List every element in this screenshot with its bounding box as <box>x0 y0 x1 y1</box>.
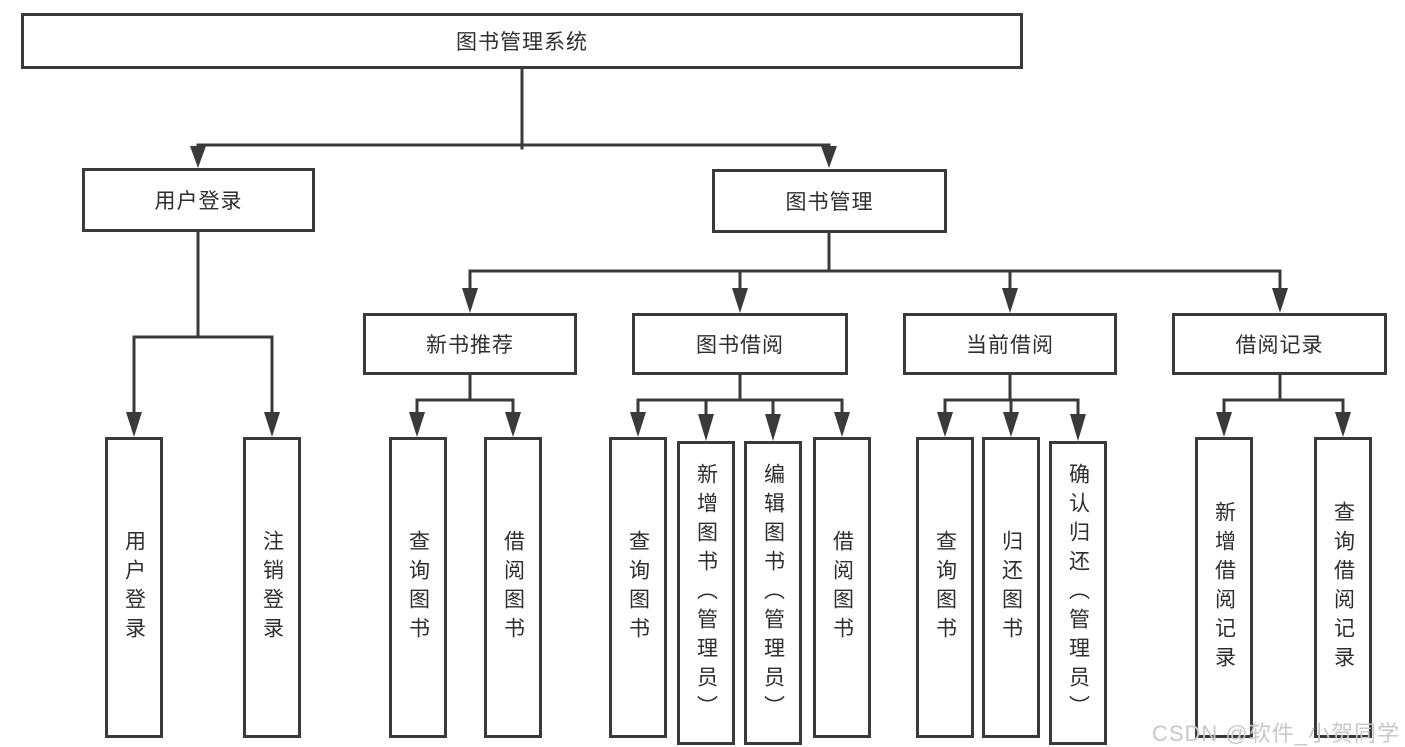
node-label: 新书推荐 <box>426 334 514 357</box>
node-book-borrowing: 图书借阅 <box>632 313 848 375</box>
node-label: 查询图书 <box>406 529 430 646</box>
node-leaf-edit-books-admin: 编辑图书（管理员） <box>744 441 802 745</box>
node-leaf-query-books-current: 查询图书 <box>916 437 974 738</box>
node-label: 图书借阅 <box>696 334 784 357</box>
node-label: 新增借阅记录 <box>1212 500 1236 675</box>
node-leaf-user-login: 用户登录 <box>105 437 163 738</box>
node-leaf-return-books: 归还图书 <box>982 437 1040 738</box>
node-label: 注销登录 <box>260 529 284 646</box>
node-label: 归还图书 <box>999 529 1023 646</box>
node-label: 查询图书 <box>933 529 957 646</box>
node-label: 查询借阅记录 <box>1331 500 1355 675</box>
node-borrowing-records: 借阅记录 <box>1172 313 1387 375</box>
node-current-borrowing: 当前借阅 <box>903 313 1117 375</box>
node-label: 新增图书（管理员） <box>694 462 718 724</box>
node-label: 用户登录 <box>122 529 146 646</box>
node-label: 借阅图书 <box>501 529 525 646</box>
node-leaf-borrow-books-recommend: 借阅图书 <box>484 437 542 738</box>
node-label: 图书管理系统 <box>456 31 588 54</box>
node-library-system: 图书管理系统 <box>21 13 1023 69</box>
csdn-watermark: CSDN @软件_小贺同学 <box>1151 721 1400 746</box>
node-label: 编辑图书（管理员） <box>761 462 785 724</box>
node-user-login: 用户登录 <box>82 168 315 232</box>
node-leaf-query-books-borrowing: 查询图书 <box>609 437 667 738</box>
node-leaf-query-borrow-record: 查询借阅记录 <box>1314 437 1372 738</box>
node-book-management: 图书管理 <box>712 169 947 233</box>
node-label: 图书管理 <box>785 191 874 214</box>
node-leaf-confirm-return-admin: 确认归还（管理员） <box>1049 441 1107 745</box>
node-label: 确认归还（管理员） <box>1066 462 1090 724</box>
node-label: 用户登录 <box>154 190 243 213</box>
node-label: 查询图书 <box>626 529 650 646</box>
node-leaf-logout: 注销登录 <box>243 437 301 738</box>
node-new-book-recommend: 新书推荐 <box>363 313 577 375</box>
node-label: 借阅图书 <box>830 529 854 646</box>
node-leaf-borrow-books-borrowing: 借阅图书 <box>813 437 871 738</box>
node-leaf-query-books-recommend: 查询图书 <box>389 437 447 738</box>
node-label: 借阅记录 <box>1235 334 1324 357</box>
node-label: 当前借阅 <box>966 334 1054 357</box>
node-leaf-add-borrow-record: 新增借阅记录 <box>1195 437 1253 738</box>
node-leaf-add-books-admin: 新增图书（管理员） <box>677 441 735 745</box>
